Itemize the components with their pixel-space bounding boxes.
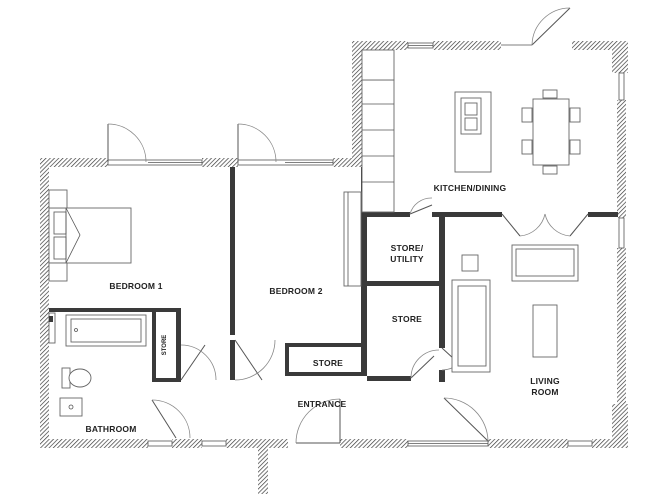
label-bedroom-2: BEDROOM 2 bbox=[269, 286, 322, 296]
room-labels: KITCHEN/DINING STORE/ UTILITY BEDROOM 1 … bbox=[85, 183, 559, 434]
label-store-small: STORE bbox=[162, 335, 168, 356]
label-store-bottom: STORE bbox=[313, 358, 343, 368]
label-living-2: ROOM bbox=[531, 387, 558, 397]
label-bedroom-1: BEDROOM 1 bbox=[109, 281, 162, 291]
interior-walls bbox=[49, 167, 618, 382]
label-bathroom: BATHROOM bbox=[85, 424, 136, 434]
label-living-1: LIVING bbox=[530, 376, 560, 386]
label-kitchen-dining: KITCHEN/DINING bbox=[434, 183, 507, 193]
label-store-utility-1: STORE/ bbox=[391, 243, 424, 253]
windows bbox=[107, 42, 625, 447]
exterior-walls bbox=[40, 41, 628, 494]
label-store-utility-2: UTILITY bbox=[390, 254, 424, 264]
label-entrance: ENTRANCE bbox=[298, 399, 347, 409]
label-store-right: STORE bbox=[392, 314, 422, 324]
furniture bbox=[48, 49, 581, 417]
